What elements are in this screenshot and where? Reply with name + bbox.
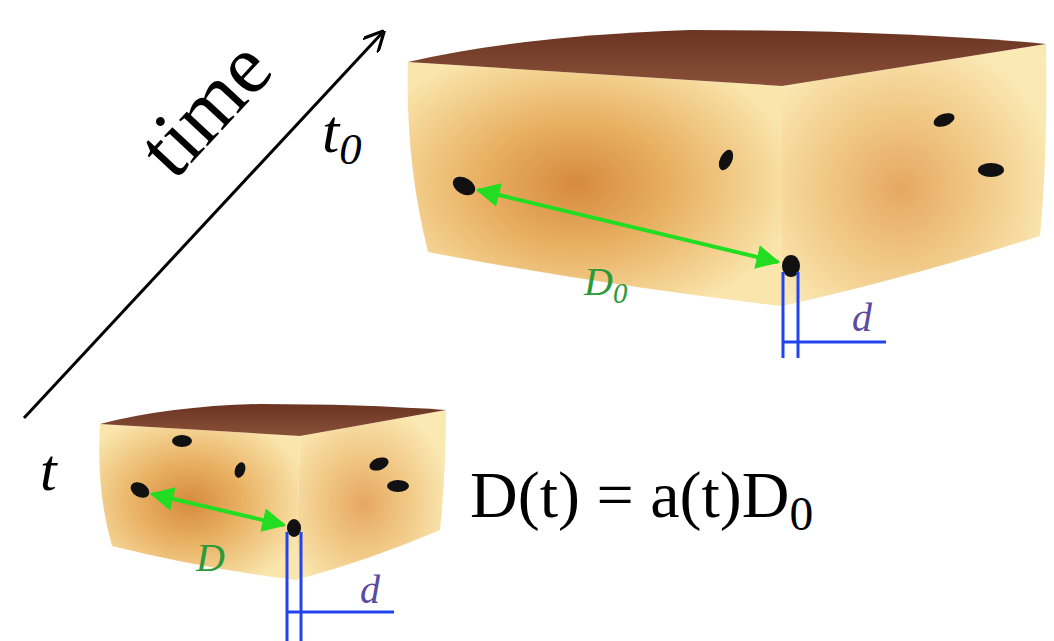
distance-label: D0	[584, 262, 627, 308]
axis-label: time	[123, 25, 286, 191]
big-loaf	[408, 30, 1047, 306]
distance-arrow	[152, 494, 284, 525]
time-label: t	[40, 440, 57, 500]
size-label: d	[360, 570, 380, 610]
time-label: t0	[322, 100, 362, 172]
size-marker	[783, 272, 886, 358]
distance-arrow	[478, 190, 778, 262]
size-label: d	[852, 298, 872, 338]
size-marker	[287, 532, 394, 641]
formula: D(t) = a(t)D0	[470, 462, 813, 539]
distance-label: D	[196, 538, 225, 578]
small-loaf	[99, 404, 446, 580]
